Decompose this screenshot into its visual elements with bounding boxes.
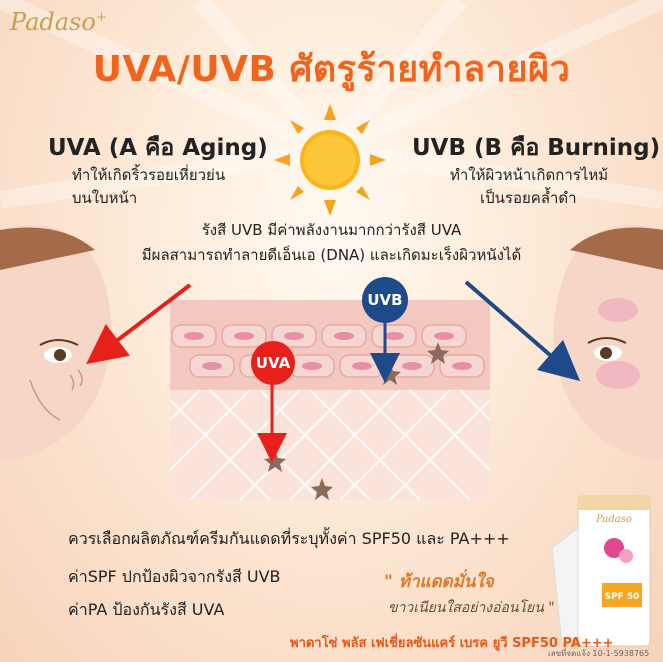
brand-logo: Padaso+ [10, 8, 107, 36]
uva-description-line2: บนใบหน้า [72, 189, 138, 207]
uv-comparison-line1: รังสี UVB มีค่าพลังงานมากกว่ารังสี UVA [201, 221, 462, 239]
right-face-illustration [553, 225, 663, 460]
uvb-description-line1: ทำให้ผิวหน้าเกิดการไหม้ [450, 166, 609, 184]
page-title: UVA/UVB ศัตรูร้ายทำลายผิว [92, 49, 571, 90]
slogan-line2: ขาวเนียนใสอย่างอ่อนโยน " [388, 600, 555, 616]
brand-logo-text: Padaso [10, 8, 96, 36]
left-face-illustration [0, 225, 112, 460]
uva-heading: UVA (A คือ Aging) [48, 135, 268, 161]
uvb-arrow-right [464, 280, 581, 382]
dermis-layer [170, 390, 490, 500]
sun-icon [274, 104, 386, 216]
tube-spf: SPF 50 [605, 592, 640, 602]
uvb-description-line2: เป็นรอยคล้ำดำ [480, 189, 577, 207]
uvb-heading: UVB (B คือ Burning) [412, 135, 661, 161]
advice-line3: ค่าPA ป้องกันรังสี UVA [68, 600, 225, 619]
uv-comparison-line2: มีผลสามารถทำลายดีเอ็นเอ (DNA) และเกิดมะเ… [141, 246, 522, 264]
uvb-bubble-label: UVB [367, 291, 402, 309]
tube-brand: Padaso [595, 514, 632, 525]
product-tube-image: Padaso SPF 50 [551, 495, 651, 647]
advice-line2: ค่าSPF ปกป้องผิวจากรังสี UVB [68, 567, 281, 586]
uva-description-line1: ทำให้เกิดริ้วรอยเหี่ยวย่น [72, 166, 226, 184]
uva-bubble: UVA [251, 341, 295, 385]
registration-number: เลขที่จดแจ้ง 10-1-5938765 [548, 649, 650, 658]
product-name: พาดาโซ่ พลัส เฟเชี่ยลซันแคร์ เบรค ยูวี S… [290, 636, 614, 651]
brand-logo-plus: + [95, 10, 107, 25]
cell-nuclei [184, 332, 472, 370]
uva-arrow-left [86, 283, 192, 365]
uva-bubble-label: UVA [256, 354, 291, 372]
slogan-line1: " ท้าแดดมั่นใจ [384, 572, 494, 592]
uvb-bubble: UVB [362, 277, 408, 323]
advice-line1: ควรเลือกผลิตภัณฑ์ครีมกันแดดที่ระบุทั้งค่… [68, 529, 510, 548]
